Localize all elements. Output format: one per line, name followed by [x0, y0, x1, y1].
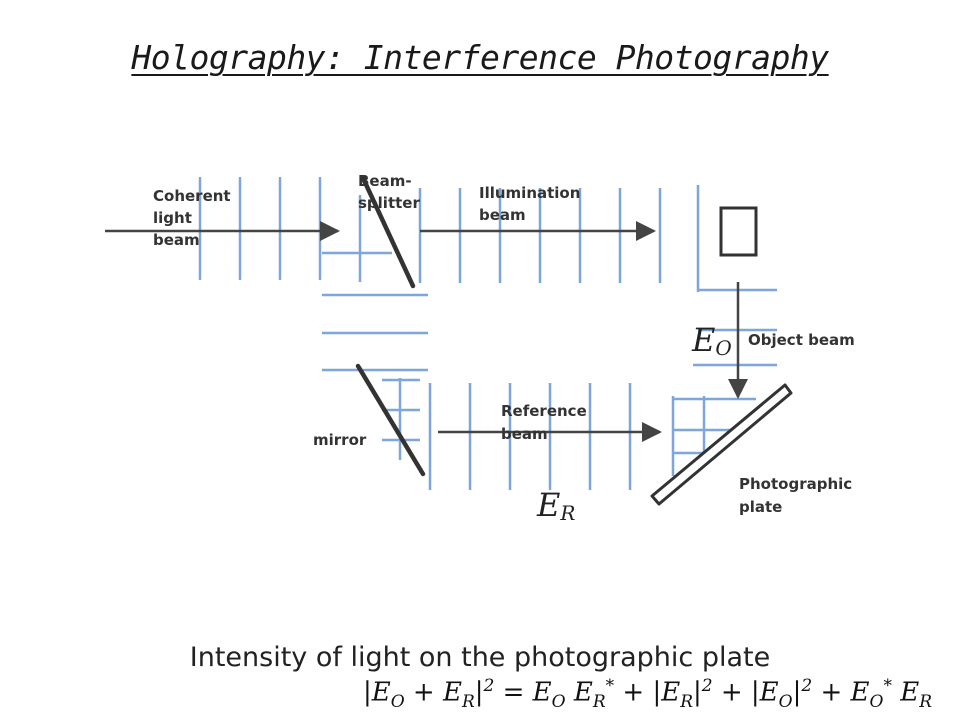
- intensity-caption: Intensity of light on the photographic p…: [189, 642, 771, 673]
- coherent-light-label: Coherent light beam: [153, 187, 236, 249]
- split-wavefronts: [322, 293, 428, 372]
- mirror-label: mirror: [313, 431, 367, 449]
- reference-beam-label: Reference beam: [501, 402, 592, 443]
- mirror: [355, 363, 426, 477]
- photographic-plate-label: Photographic plate: [739, 475, 857, 516]
- page-title: Holography: Interference Photography: [131, 38, 829, 77]
- photographic-plate: [650, 383, 793, 506]
- beam-splitter: [360, 175, 416, 289]
- object: [719, 206, 758, 257]
- illumination-beam-label: Illumination beam: [479, 184, 586, 224]
- object-wavefronts: [671, 363, 777, 476]
- illumination-wavefronts: [418, 185, 777, 332]
- object-field-symbol: EO: [691, 321, 732, 360]
- reference-field-symbol: ER: [536, 486, 575, 525]
- object-beam-label: Object beam: [748, 331, 855, 349]
- intensity-equation: |EO + ER|2 = EO ER* + |ER|2 + |EO|2 + EO…: [362, 676, 932, 712]
- beam-splitter-label: Beam- splitter: [358, 172, 420, 212]
